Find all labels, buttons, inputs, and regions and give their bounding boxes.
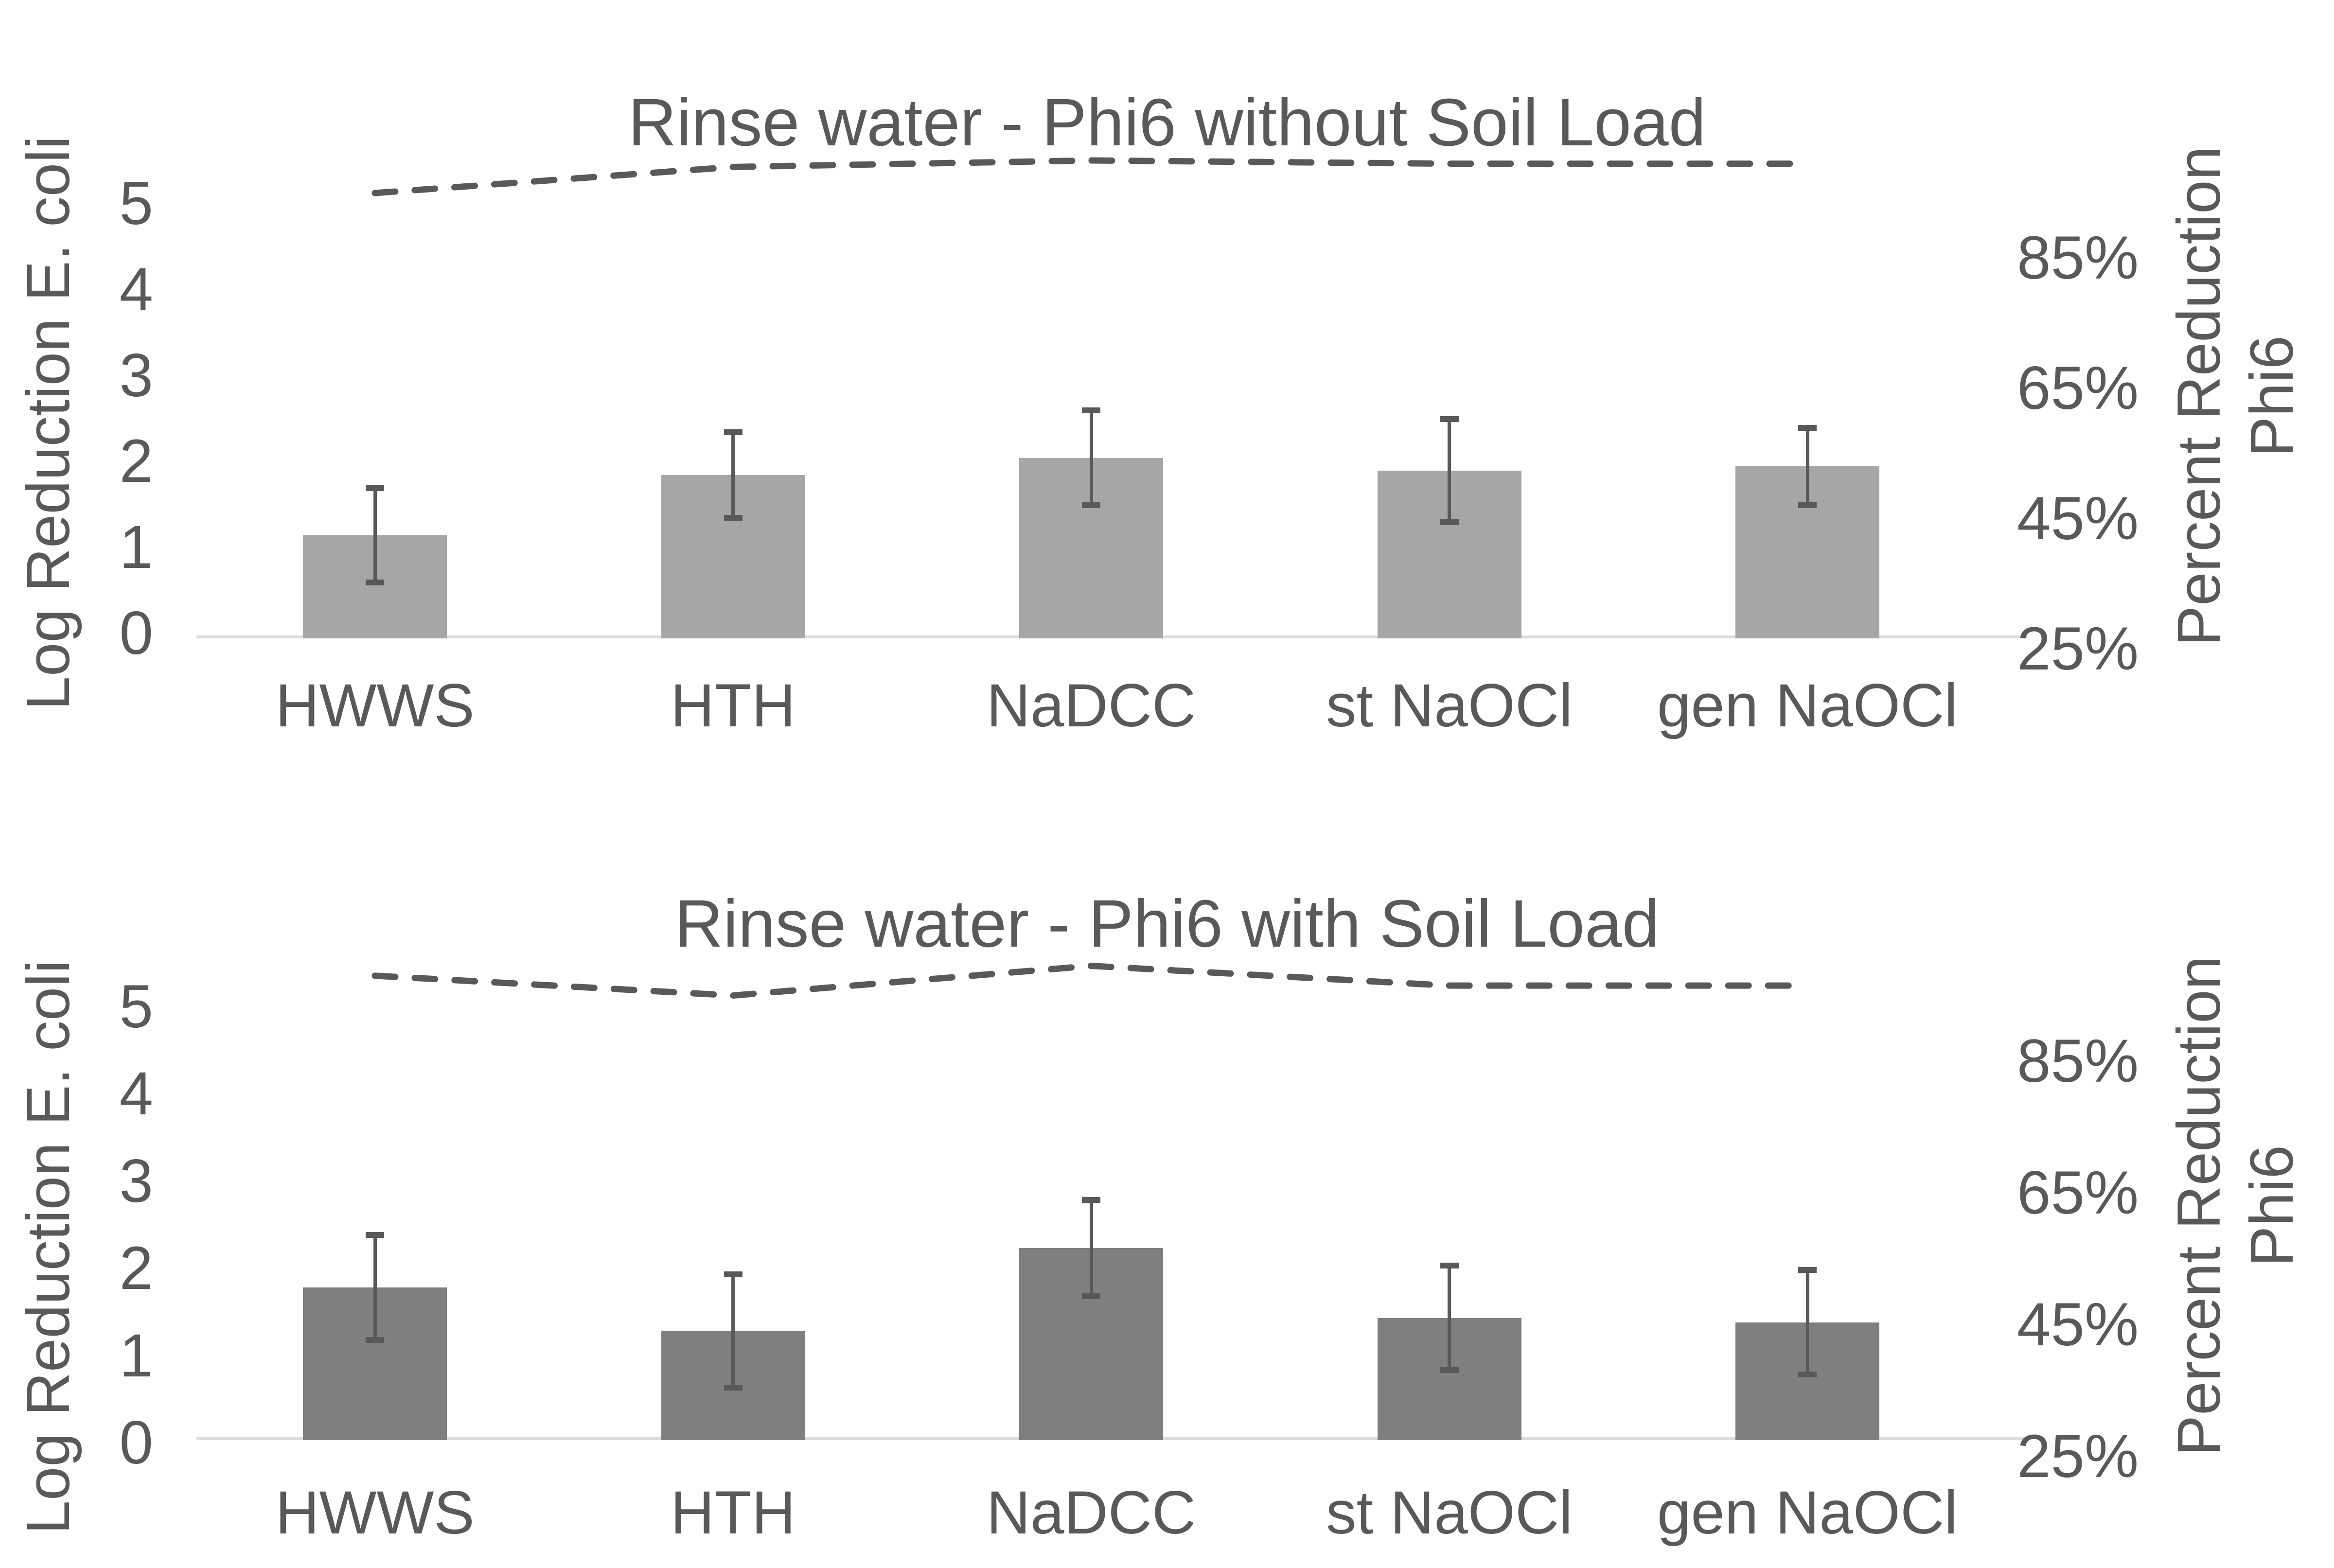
x-category-label: HTH [671, 1479, 796, 1547]
error-bar-cap [724, 429, 743, 435]
error-bar-cap [1440, 1263, 1459, 1268]
error-bar-cap [366, 1337, 384, 1343]
percent-axis-tick-label: 25% [2017, 615, 2139, 683]
error-bar-line [1805, 1269, 1809, 1375]
y-axis-tick-label: 1 [119, 513, 153, 581]
error-bar-cap [724, 1271, 743, 1277]
phi6-dashed-line [371, 157, 1811, 196]
error-bar-cap [1082, 502, 1100, 508]
error-bar-line [1448, 1266, 1451, 1371]
y-axis-tick-label: 0 [119, 1409, 153, 1477]
x-category-label: st NaOCl [1326, 672, 1573, 740]
x-category-label: gen NaOCl [1657, 1479, 1958, 1547]
percent-axis-tick-label: 25% [2017, 1423, 2139, 1490]
error-bar-cap [1798, 502, 1817, 508]
error-bar-line [1089, 1200, 1093, 1296]
error-bar-cap [1798, 1372, 1817, 1378]
error-bar-cap [1082, 1197, 1100, 1203]
error-bar-line [373, 488, 377, 583]
error-bar-cap [1440, 1367, 1459, 1374]
error-bar-cap [1440, 519, 1459, 526]
error-bar-cap [1082, 407, 1100, 414]
chart-title: Rinse water - Phi6 without Soil Load [628, 85, 1706, 160]
error-bar-cap [1798, 424, 1817, 431]
percent-axis-tick-label: 65% [2017, 1159, 2139, 1227]
error-bar-cap [366, 580, 384, 586]
y-axis-tick-label: 0 [119, 599, 153, 667]
percent-axis-tick-label: 45% [2017, 485, 2139, 552]
right-axis-title-line2: Phi6 [2238, 335, 2306, 458]
error-bar-cap [366, 485, 384, 491]
percent-axis-tick-label: 65% [2017, 354, 2139, 422]
error-bar-cap [366, 1232, 384, 1238]
error-bar-line [1448, 419, 1451, 523]
y-axis-tick-label: 2 [119, 1234, 153, 1302]
y-axis-tick-label: 3 [119, 341, 153, 409]
y-axis-tick-label: 4 [119, 255, 153, 323]
y-axis-tick-label: 2 [119, 427, 153, 495]
error-bar-line [1805, 427, 1809, 505]
error-bar-cap [724, 1385, 743, 1391]
y-axis-tick-label: 4 [119, 1060, 153, 1128]
error-bar-line [1089, 410, 1093, 505]
y-axis-tick-label: 5 [119, 170, 153, 237]
y-axis-tick-label: 1 [119, 1321, 153, 1390]
error-bar-cap [724, 515, 743, 521]
percent-axis-tick-label: 85% [2017, 224, 2139, 292]
right-axis-title: Percent Reduction Phi6 [2163, 146, 2309, 646]
x-category-label: NaDCC [986, 1479, 1196, 1547]
y-axis-tick-label: 5 [119, 972, 153, 1040]
error-bar-line [731, 432, 735, 518]
error-bar-cap [1440, 416, 1459, 423]
chart-title: Rinse water - Phi6 with Soil Load [674, 886, 1660, 961]
x-category-label: st NaOCl [1326, 1479, 1573, 1547]
right-axis-title-line2: Phi6 [2238, 1145, 2306, 1267]
percent-axis-tick-label: 45% [2017, 1291, 2139, 1358]
x-category-label: HWWS [275, 672, 475, 740]
x-category-label: HWWS [275, 1479, 475, 1547]
error-bar-line [731, 1274, 735, 1388]
error-bar-line [373, 1235, 377, 1340]
x-category-label: NaDCC [986, 672, 1196, 740]
phi6-dashed-line [371, 963, 1811, 999]
right-axis-title-line1: Percent Reduction [2165, 955, 2233, 1456]
error-bar-cap [1798, 1267, 1817, 1273]
x-category-label: HTH [671, 672, 796, 740]
right-axis-title-line1: Percent Reduction [2165, 146, 2233, 647]
right-axis-title: Percent Reduction Phi6 [2163, 956, 2309, 1456]
error-bar-cap [1082, 1293, 1100, 1299]
y-axis-tick-label: 3 [119, 1147, 153, 1215]
percent-axis-tick-label: 85% [2017, 1027, 2139, 1095]
x-category-label: gen NaOCl [1657, 672, 1958, 740]
